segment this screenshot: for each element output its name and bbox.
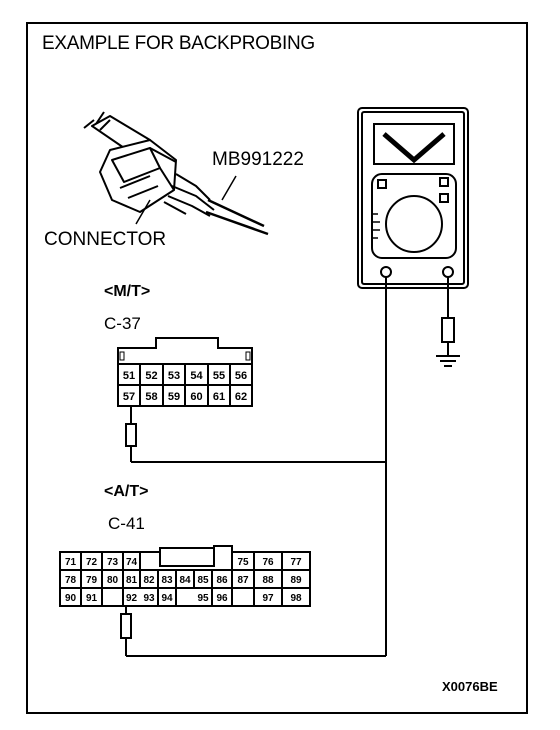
c37-pin-label: 60 [190,391,202,403]
c41-pin-label: 76 [262,557,274,568]
c41-pin-label: 88 [262,575,274,586]
c37-pin-labels: 51 52 53 54 55 56 57 58 59 60 61 62 [123,370,247,403]
connector-c37 [117,337,253,407]
c41-connector-id: C-41 [108,514,145,533]
c41-pin-label: 86 [216,575,228,586]
c37-connector-id: C-37 [104,314,141,333]
c41-pin-label: 84 [179,575,191,586]
c41-pin-label: 75 [237,557,249,568]
diagram-title: EXAMPLE FOR BACKPROBING [42,33,315,54]
figure-code: X0076BE [442,679,498,694]
c41-pin-label: 79 [86,575,98,586]
c37-pin-label: 59 [168,391,180,403]
c41-pin-label: 92 [126,593,138,604]
c41-pin-labels: 71 72 73 74 75 76 77 78 79 80 81 82 83 8… [65,557,302,604]
c41-pin-label: 83 [161,575,173,586]
c37-pin-label: 57 [123,391,135,403]
c41-pin-label: 89 [290,575,302,586]
c41-pin-label: 78 [65,575,77,586]
c37-pin-label: 62 [235,391,247,403]
c41-pin-label: 73 [107,557,119,568]
c37-pin-label: 58 [145,391,157,403]
c41-pin-label: 72 [86,557,98,568]
connector-c41 [59,545,311,607]
c37-pin-label: 56 [235,370,247,382]
multimeter [357,107,469,289]
c41-pin-label: 91 [86,593,98,604]
c41-pin-label: 80 [107,575,119,586]
c41-pin-label: 96 [216,593,228,604]
c37-pin-label: 52 [145,370,157,382]
c41-pin-label: 77 [290,557,302,568]
c41-pin-label: 87 [237,575,249,586]
c37-pin-label: 51 [123,370,135,382]
c41-pin-label: 71 [65,557,77,568]
c41-pin-label: 82 [143,575,155,586]
c37-pin-label: 53 [168,370,180,382]
mt-variant-label: <M/T> [104,283,151,300]
c37-pin-label: 61 [213,391,225,403]
c37-pin-label: 54 [190,370,203,382]
test-lead-wiring [120,277,387,657]
at-variant-label: <A/T> [104,483,149,500]
c41-pin-label: 85 [197,575,209,586]
c41-pin-label: 95 [197,593,209,604]
c41-pin-label: 94 [161,593,173,604]
c41-pin-label: 90 [65,593,77,604]
c41-pin-label: 97 [262,593,274,604]
c41-pin-label: 74 [126,557,138,568]
c41-pin-label: 81 [126,575,138,586]
connector-label: CONNECTOR [44,229,167,250]
tool-label: MB991222 [212,149,304,170]
c41-pin-label: 93 [143,593,155,604]
connector-illustration [83,111,269,236]
c41-pin-label: 98 [290,593,302,604]
c37-pin-label: 55 [213,370,225,382]
volt-display-glyph [382,132,446,164]
ground-probe [436,277,460,367]
